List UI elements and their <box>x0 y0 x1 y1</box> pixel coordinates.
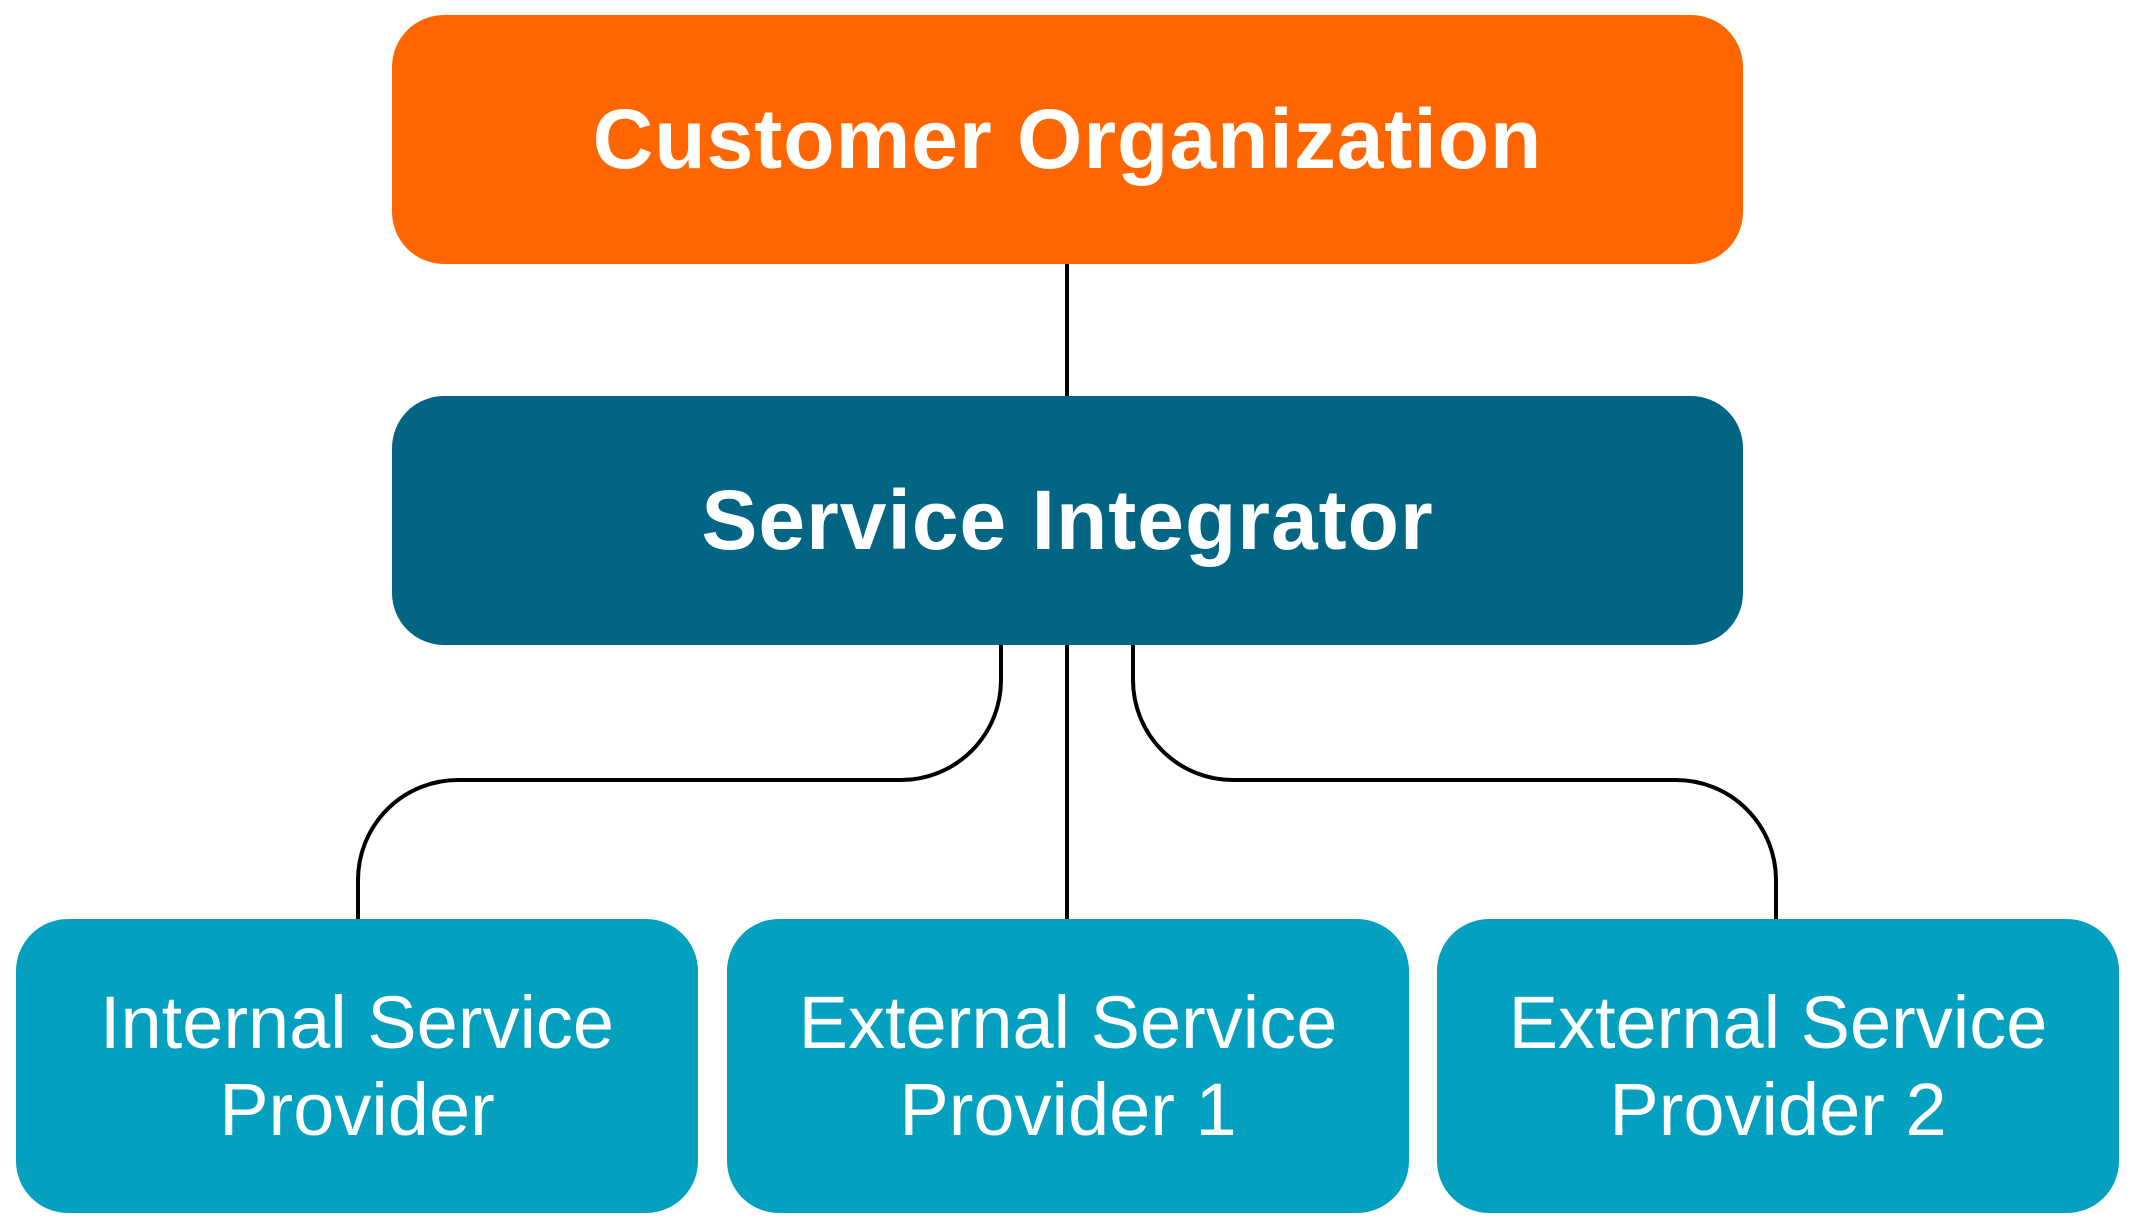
internal-service-provider-line-2: Provider <box>219 1068 495 1151</box>
service-integrator-box: Service Integrator <box>392 396 1743 645</box>
internal-service-provider-label: Internal Service Provider <box>100 979 614 1154</box>
external-service-provider-2-line-1: External Service <box>1508 980 2048 1064</box>
external-service-provider-2-label: External Service Provider 2 <box>1509 979 2048 1154</box>
connector-integrator-to-internal <box>356 645 1003 919</box>
external-service-provider-1-line-1: External Service <box>798 980 1338 1064</box>
external-service-provider-2-line-2: Provider 2 <box>1609 1068 1947 1151</box>
external-service-provider-2-box: External Service Provider 2 <box>1437 919 2119 1213</box>
connector-integrator-to-external-2 <box>1131 645 1778 919</box>
customer-organization-box: Customer Organization <box>392 15 1743 264</box>
internal-service-provider-line-1: Internal Service <box>99 980 615 1064</box>
internal-service-provider-box: Internal Service Provider <box>16 919 698 1213</box>
service-integrator-label: Service Integrator <box>701 472 1434 567</box>
external-service-provider-1-box: External Service Provider 1 <box>727 919 1409 1213</box>
customer-organization-label: Customer Organization <box>592 91 1543 186</box>
external-service-provider-1-label: External Service Provider 1 <box>799 979 1338 1154</box>
external-service-provider-1-line-2: Provider 1 <box>899 1068 1237 1151</box>
